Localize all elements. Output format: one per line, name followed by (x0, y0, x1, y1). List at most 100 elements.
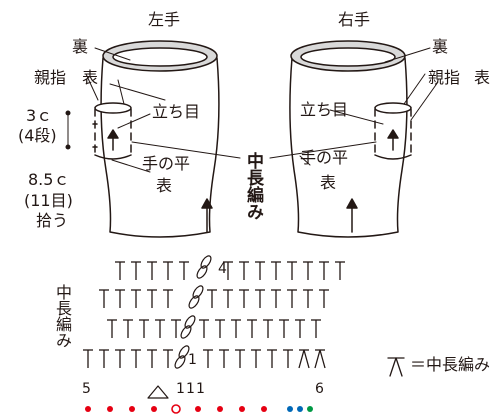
height-rows: (4段) (18, 126, 57, 145)
stitch-r4-6 (163, 349, 173, 368)
stitch-r1-13 (335, 261, 345, 280)
turning-chain-4b (174, 355, 186, 369)
stitch-r1-4 (163, 261, 173, 280)
stitch-r2-3 (131, 289, 141, 308)
left-palm-side-label: 表 (156, 176, 173, 195)
stitch-r4-8 (219, 349, 229, 368)
stitch-r4-9 (235, 349, 245, 368)
left-palm-label: 手の平 (142, 154, 191, 173)
stitch-r2-1 (99, 289, 109, 308)
foundation-dots (85, 404, 313, 414)
stitch-r2-6 (207, 289, 217, 308)
foundation-dot-9 (261, 406, 267, 412)
right-back-label: 裏 (432, 37, 449, 56)
right-front-label: 表 (474, 68, 491, 87)
stitch-r1-10 (287, 261, 297, 280)
foundation-dot-7 (217, 406, 223, 412)
foundation-dot-1 (85, 406, 91, 412)
stitch-r1-11 (303, 261, 313, 280)
stitch-r3-4 (155, 319, 165, 338)
stitch-r3-6 (199, 319, 209, 338)
stitch-r2-2 (115, 289, 125, 308)
start-marker (147, 385, 169, 399)
turning-chain-1b (196, 265, 208, 279)
legend-symbol (387, 357, 405, 377)
width-measure: 8.5ｃ (28, 170, 70, 189)
stitch-r3-2 (123, 319, 133, 338)
turning-chain-2b (188, 295, 200, 309)
height-dimension (65, 110, 71, 150)
stitch-r3-8 (231, 319, 241, 338)
stitch-r3-13 (311, 319, 321, 338)
foundation-dot-4 (151, 406, 157, 412)
left-mitten (92, 40, 220, 238)
legend-label: ＝中長編み (410, 355, 491, 374)
increase-stitch-2 (314, 349, 326, 369)
center-leader-lines (131, 141, 377, 159)
stitch-r3-5 (171, 319, 181, 338)
chart-side-label: 中長編み (53, 284, 72, 348)
foundation-dot-11 (297, 406, 303, 412)
width-stitches: (11目) (24, 191, 73, 210)
turning-chain-3b (180, 325, 192, 339)
left-thumb-label: 親指 (34, 68, 67, 87)
row-number-1: 1 (188, 352, 197, 368)
right-turning-chain-label: 立ち目 (300, 100, 349, 119)
stitch-r1-6 (223, 261, 233, 280)
stitch-r3-3 (139, 319, 149, 338)
bottom-label-1c: 1 (196, 381, 205, 397)
stitch-r4-1 (83, 349, 93, 368)
stitch-r3-10 (263, 319, 273, 338)
foundation-dot-2 (107, 406, 113, 412)
stitch-r2-12 (303, 289, 313, 308)
foundation-dot-8 (239, 406, 245, 412)
stitch-r1-2 (131, 261, 141, 280)
right-leader-lines (299, 47, 439, 166)
stitch-r2-11 (287, 289, 297, 308)
stitch-r1-5 (179, 261, 189, 280)
stitch-r1-1 (115, 261, 125, 280)
stitch-r4-4 (131, 349, 141, 368)
left-back-label: 裏 (72, 37, 89, 56)
left-leader-lines (85, 47, 166, 173)
left-hand-title: 左手 (148, 10, 181, 29)
height-measure: 3ｃ (26, 106, 53, 125)
stitch-r2-10 (271, 289, 281, 308)
stitch-r1-8 (255, 261, 265, 280)
bottom-label-6: 6 (315, 381, 324, 397)
stitch-r2-9 (255, 289, 265, 308)
stitch-r4-12 (283, 349, 293, 368)
foundation-dot-10 (287, 406, 293, 412)
right-thumb-label: 親指 (428, 68, 461, 87)
increase-stitch-1 (298, 349, 310, 369)
stitch-r3-9 (247, 319, 257, 338)
stitch-r1-7 (239, 261, 249, 280)
left-front-label: 表 (82, 68, 99, 87)
right-thumb-opening (374, 102, 412, 160)
center-stitch-label: 中長編み (243, 152, 263, 220)
bottom-label-1a: 1 (176, 381, 185, 397)
stitch-r2-8 (239, 289, 249, 308)
foundation-dot-6 (195, 406, 201, 412)
stitch-r2-4 (147, 289, 157, 308)
stitch-r3-7 (215, 319, 225, 338)
right-hand-title: 右手 (338, 10, 371, 29)
stitch-r4-3 (115, 349, 125, 368)
stitch-r4-2 (99, 349, 109, 368)
bottom-label-5: 5 (82, 381, 91, 397)
stitch-r4-11 (267, 349, 277, 368)
row-number-4: 4 (218, 261, 227, 277)
stitch-r2-7 (223, 289, 233, 308)
stitch-r4-10 (251, 349, 261, 368)
stitch-r3-12 (295, 319, 305, 338)
stitch-r4-7 (203, 349, 213, 368)
stitch-r2-13 (319, 289, 329, 308)
stitch-r2-5 (163, 289, 173, 308)
bottom-label-1b: 1 (186, 381, 195, 397)
left-thumb-opening (92, 102, 132, 160)
stitch-r3-11 (279, 319, 289, 338)
right-palm-label: 手の平 (300, 148, 349, 167)
left-turning-chain-label: 立ち目 (152, 102, 201, 121)
stitch-r1-12 (319, 261, 329, 280)
